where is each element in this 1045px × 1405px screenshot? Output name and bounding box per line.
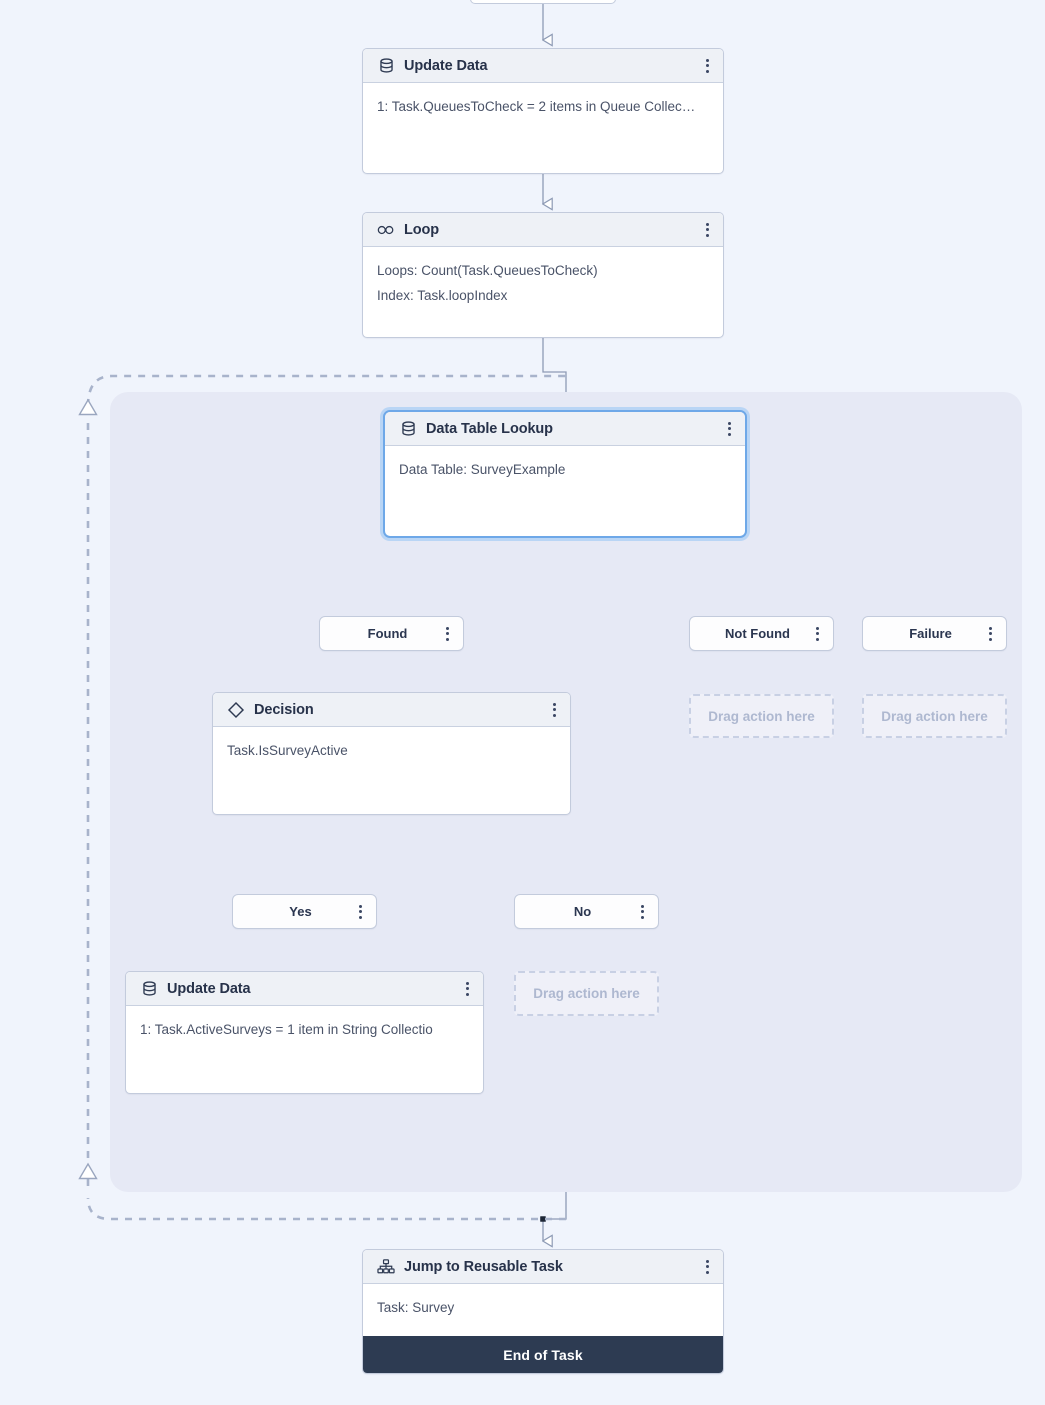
database-icon (140, 980, 158, 998)
dropzone-failure[interactable]: Drag action here (862, 694, 1007, 738)
node-body: 1: Task.ActiveSurveys = 1 item in String… (126, 1006, 483, 1042)
node-update-data-top[interactable]: Update Data 1: Task.QueuesToCheck = 2 it… (362, 48, 724, 174)
branch-label: No (515, 904, 634, 919)
node-loop[interactable]: Loop Loops: Count(Task.QueuesToCheck) In… (362, 212, 724, 338)
node-detail-line: Index: Task.loopIndex (377, 283, 709, 308)
node-title: Loop (404, 222, 699, 238)
infinity-icon (377, 221, 395, 239)
branch-menu-button[interactable] (439, 624, 455, 644)
node-data-table-lookup[interactable]: Data Table Lookup Data Table: SurveyExam… (383, 410, 747, 538)
database-icon (377, 57, 395, 75)
node-menu-button[interactable] (699, 56, 715, 76)
dropzone-decision-no[interactable]: Drag action here (514, 971, 659, 1016)
node-body: Data Table: SurveyExample (385, 446, 745, 482)
node-body: Task.IsSurveyActive (213, 727, 570, 763)
node-body: Loops: Count(Task.QueuesToCheck) Index: … (363, 247, 723, 308)
branch-label: Failure (863, 626, 982, 641)
node-title: Jump to Reusable Task (404, 1259, 699, 1275)
node-header: Update Data (126, 972, 483, 1006)
dropzone-label: Drag action here (881, 709, 988, 724)
dropzone-label: Drag action here (708, 709, 815, 724)
branch-menu-button[interactable] (982, 624, 998, 644)
branch-menu-button[interactable] (809, 624, 825, 644)
node-update-data-yes[interactable]: Update Data 1: Task.ActiveSurveys = 1 it… (125, 971, 484, 1094)
branch-menu-button[interactable] (352, 902, 368, 922)
dropzone-not-found[interactable]: Drag action here (689, 694, 834, 738)
node-menu-button[interactable] (459, 979, 475, 999)
node-title: Decision (254, 702, 546, 718)
node-menu-button[interactable] (699, 220, 715, 240)
previous-node-partial[interactable] (470, 0, 616, 4)
node-title: Data Table Lookup (426, 421, 721, 437)
branch-pill-found[interactable]: Found (319, 616, 464, 651)
node-menu-button[interactable] (721, 419, 737, 439)
node-menu-button[interactable] (699, 1257, 715, 1277)
end-of-task-bar: End of Task (363, 1336, 723, 1373)
branch-pill-not-found[interactable]: Not Found (689, 616, 834, 651)
dropzone-label: Drag action here (533, 986, 640, 1001)
diamond-icon (227, 701, 245, 719)
node-jump-to-reusable-task[interactable]: Jump to Reusable Task Task: Survey End o… (362, 1249, 724, 1374)
branch-menu-button[interactable] (634, 902, 650, 922)
node-title: Update Data (404, 58, 699, 74)
hierarchy-icon (377, 1258, 395, 1276)
node-header: Data Table Lookup (385, 412, 745, 446)
branch-pill-no[interactable]: No (514, 894, 659, 929)
branch-label: Yes (233, 904, 352, 919)
node-detail-line: 1: Task.ActiveSurveys = 1 item in String… (140, 1017, 469, 1042)
node-detail-line: Loops: Count(Task.QueuesToCheck) (377, 258, 709, 283)
node-body: Task: Survey (363, 1284, 723, 1320)
node-detail-line: Task.IsSurveyActive (227, 738, 556, 763)
node-header: Jump to Reusable Task (363, 1250, 723, 1284)
node-detail-line: Data Table: SurveyExample (399, 457, 731, 482)
node-header: Loop (363, 213, 723, 247)
branch-label: Not Found (690, 626, 809, 641)
branch-pill-yes[interactable]: Yes (232, 894, 377, 929)
node-menu-button[interactable] (546, 700, 562, 720)
node-header: Update Data (363, 49, 723, 83)
node-detail-line: Task: Survey (377, 1295, 709, 1320)
node-header: Decision (213, 693, 570, 727)
node-detail-line: 1: Task.QueuesToCheck = 2 items in Queue… (377, 94, 709, 119)
node-title: Update Data (167, 981, 459, 997)
branch-pill-failure[interactable]: Failure (862, 616, 1007, 651)
branch-label: Found (320, 626, 439, 641)
database-icon (399, 420, 417, 438)
node-decision[interactable]: Decision Task.IsSurveyActive (212, 692, 571, 815)
node-body: 1: Task.QueuesToCheck = 2 items in Queue… (363, 83, 723, 119)
